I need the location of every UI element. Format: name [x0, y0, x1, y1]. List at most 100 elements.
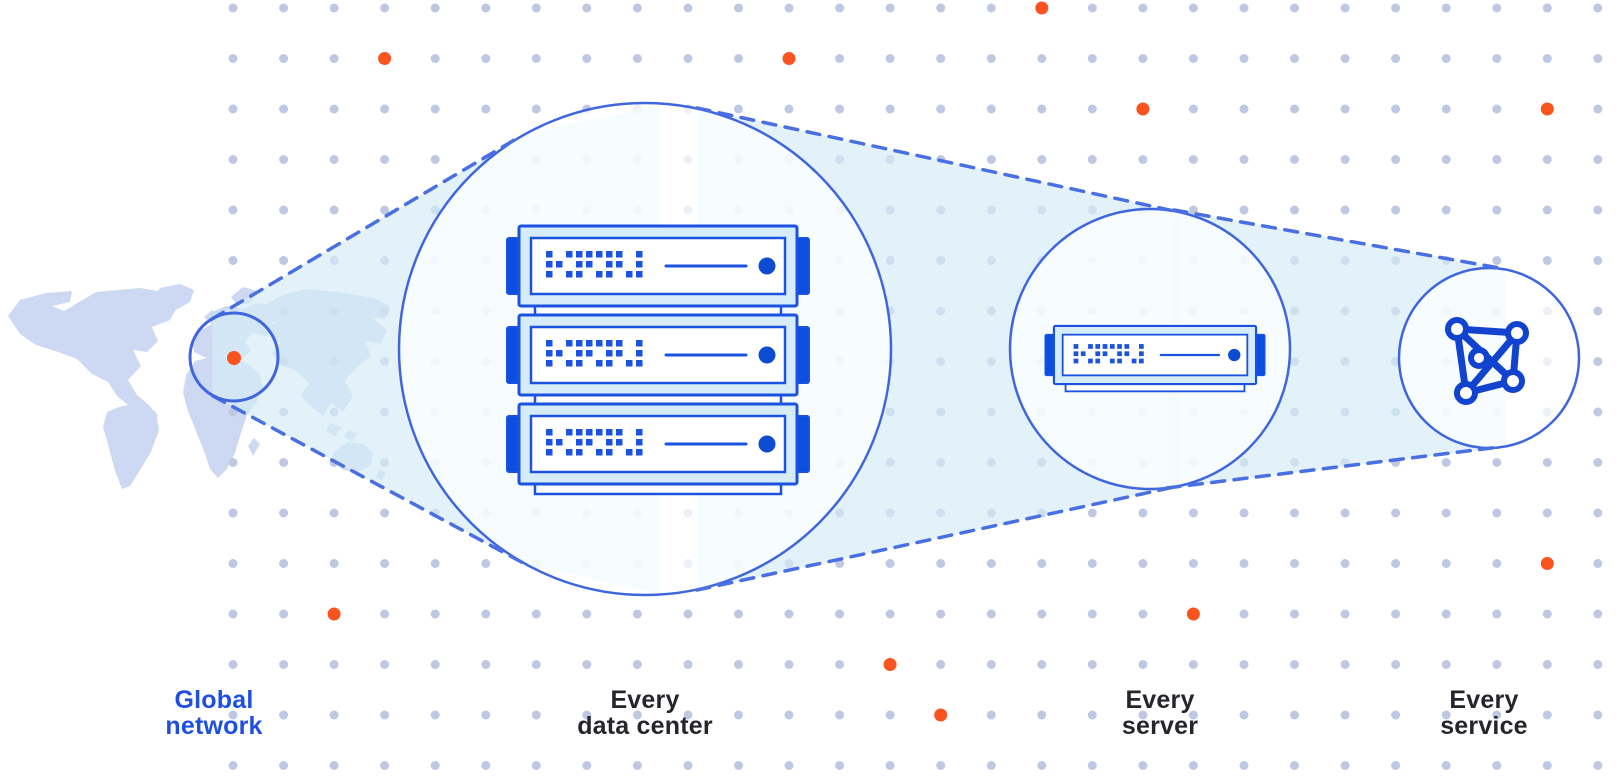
grid-dot [936, 761, 946, 770]
island-madagascar [248, 438, 260, 456]
grid-dot [885, 54, 895, 63]
grid-dot [380, 710, 390, 720]
grid-dot [1138, 54, 1148, 63]
grid-dot [329, 205, 339, 215]
grid-dot [1340, 205, 1350, 215]
grid-dot [734, 104, 743, 114]
grid-dot [1492, 256, 1502, 265]
grid-dot [1492, 155, 1502, 164]
grid-dot [1239, 155, 1249, 164]
grid-dot [582, 3, 592, 13]
stage-label-line: data center [577, 712, 713, 740]
grid-dot [1290, 3, 1299, 13]
grid-dot [1391, 104, 1401, 114]
grid-dot [1188, 155, 1198, 164]
grid-dot [1492, 609, 1502, 619]
data-center-rack-icon [505, 224, 811, 496]
grid-dot [1542, 155, 1552, 164]
grid-dot [329, 54, 339, 63]
grid-dot [734, 710, 743, 720]
grid-dot [1037, 660, 1047, 669]
grid-dot [1391, 660, 1401, 669]
grid-dot [430, 104, 440, 114]
grid-dot [531, 660, 541, 669]
server-rack-unit-icon [1044, 324, 1266, 393]
grid-dot [936, 609, 946, 619]
grid-dot [531, 761, 541, 770]
map-location-dot [227, 351, 241, 365]
grid-dot [1290, 559, 1299, 568]
dashed-connector [210, 134, 523, 321]
grid-dot [582, 660, 592, 669]
grid-dot [1290, 710, 1299, 720]
accent-dot [1136, 102, 1150, 116]
grid-dot [329, 3, 339, 13]
stage-label-line: Every [1125, 686, 1195, 714]
grid-dot [986, 104, 996, 114]
grid-dot [380, 761, 390, 770]
grid-dot [1239, 205, 1249, 215]
grid-dot [1542, 256, 1552, 265]
grid-dot [380, 559, 390, 568]
accent-dot [1540, 102, 1554, 116]
grid-dot [380, 104, 390, 114]
grid-dot [279, 660, 289, 669]
grid-dot [885, 761, 895, 770]
stage-label-line: Every [1449, 686, 1519, 714]
grid-dot [228, 660, 238, 669]
grid-dot [1340, 609, 1350, 619]
grid-dot [936, 559, 946, 568]
grid-dot [1239, 54, 1249, 63]
grid-dot [632, 3, 642, 13]
grid-dot [1037, 104, 1047, 114]
grid-dot [1087, 660, 1097, 669]
grid-dot [1542, 609, 1552, 619]
grid-dot [1391, 710, 1401, 720]
grid-dot [329, 508, 339, 518]
grid-dot [1188, 710, 1198, 720]
grid-dot [228, 710, 238, 720]
grid-dot [1593, 3, 1603, 13]
grid-dot [430, 559, 440, 568]
grid-dot [1188, 660, 1198, 669]
grid-dot [1593, 357, 1603, 366]
grid-dot [1391, 3, 1401, 13]
grid-dot [1340, 508, 1350, 518]
grid-dot [784, 710, 794, 720]
grid-dot [1087, 155, 1097, 164]
grid-dot [1138, 761, 1148, 770]
grid-dot [632, 761, 642, 770]
grid-dot [1239, 559, 1249, 568]
grid-dot [329, 660, 339, 669]
grid-dot [1087, 559, 1097, 568]
grid-dot [1340, 761, 1350, 770]
grid-dot [1340, 54, 1350, 63]
grid-dot [1037, 559, 1047, 568]
grid-dot [1391, 508, 1401, 518]
grid-dot [835, 3, 845, 13]
grid-dot [228, 104, 238, 114]
grid-dot [986, 761, 996, 770]
dashed-connector [695, 106, 1181, 214]
grid-dot [1441, 54, 1451, 63]
grid-dot [1593, 256, 1603, 265]
grid-dot [380, 660, 390, 669]
continent-south-america [103, 402, 159, 489]
grid-dot [734, 609, 743, 619]
grid-dot [1340, 104, 1350, 114]
grid-dot [683, 710, 693, 720]
grid-dot [228, 761, 238, 770]
grid-dot [632, 660, 642, 669]
grid-dot [683, 761, 693, 770]
grid-dot [228, 508, 238, 518]
grid-dot [430, 710, 440, 720]
grid-dot [481, 54, 491, 63]
grid-dot [1542, 3, 1552, 13]
grid-dot [1542, 508, 1552, 518]
grid-dot [1441, 660, 1451, 669]
grid-dot [1542, 458, 1552, 467]
grid-dot [1290, 761, 1299, 770]
stage-label-line: service [1440, 712, 1528, 740]
continent-north-america [8, 288, 178, 419]
grid-dot [1188, 104, 1198, 114]
